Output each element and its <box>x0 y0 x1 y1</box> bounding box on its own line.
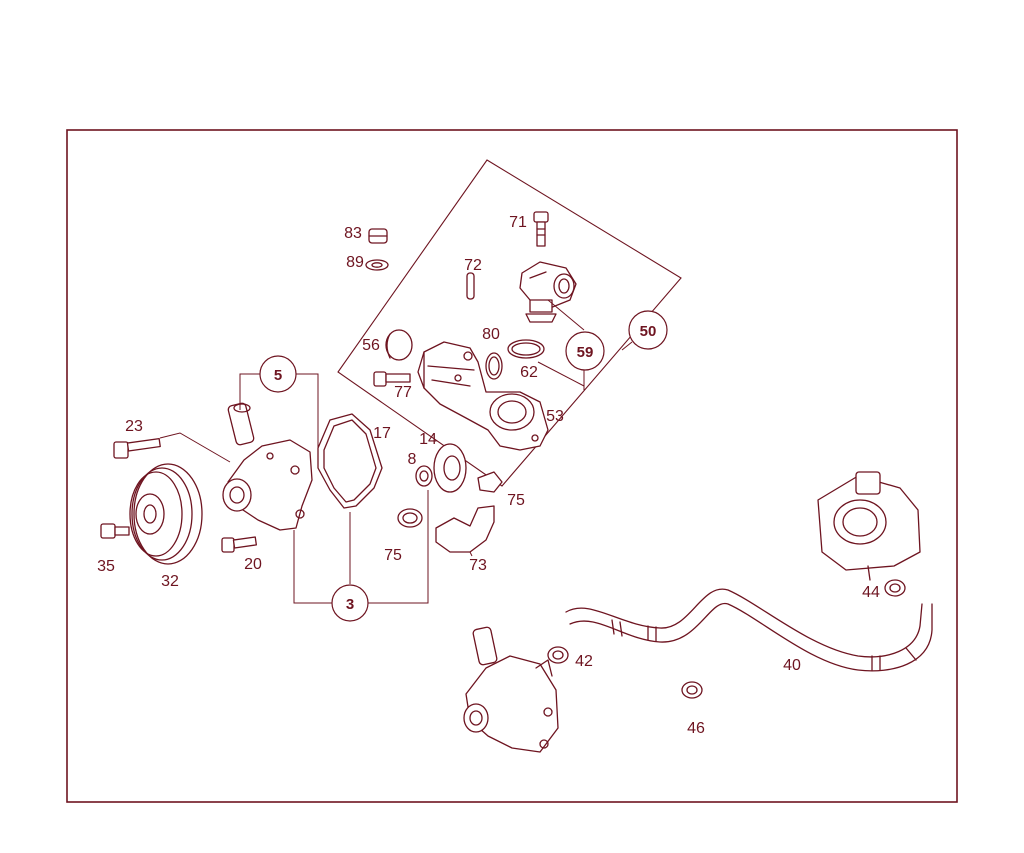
label-23: 23 <box>125 418 143 435</box>
clamp-42-drawing <box>547 646 569 664</box>
bolt-71-drawing <box>533 211 549 247</box>
clamp-44-drawing <box>884 579 906 597</box>
callout-59-text: 59 <box>577 344 594 361</box>
label-72: 72 <box>464 257 482 274</box>
coolant-housing-drawing <box>417 341 549 451</box>
plug-screw-drawing <box>368 228 388 244</box>
leader-lines <box>159 299 633 604</box>
clamp-46-drawing <box>681 681 703 699</box>
o-ring-80-drawing <box>485 352 503 380</box>
hose-73-drawing <box>435 505 495 553</box>
label-75-upper: 75 <box>507 492 525 509</box>
label-40: 40 <box>783 657 801 674</box>
callout-59: 59 <box>565 331 605 371</box>
lower-water-pump-drawing <box>463 626 559 753</box>
label-20: 20 <box>244 556 262 573</box>
bolt-23-drawing <box>113 437 161 459</box>
callout-50: 50 <box>628 310 668 350</box>
callout-5: 5 <box>259 355 297 393</box>
label-17: 17 <box>373 425 391 442</box>
label-83: 83 <box>344 225 362 242</box>
label-44: 44 <box>862 584 880 601</box>
pin-72-drawing <box>466 272 475 300</box>
part-number-labels: 83 89 71 72 80 62 56 77 53 17 14 8 75 75… <box>97 214 880 737</box>
diagram-frame <box>66 129 958 803</box>
label-56: 56 <box>362 337 380 354</box>
label-71: 71 <box>509 214 527 231</box>
callout-3: 3 <box>331 584 369 622</box>
label-42: 42 <box>575 653 593 670</box>
label-80: 80 <box>482 326 500 343</box>
thermostat-housing-drawing <box>519 261 577 323</box>
cap-56-drawing <box>385 329 413 361</box>
label-53: 53 <box>546 408 564 425</box>
bolt-77-drawing <box>373 371 411 387</box>
callout-5-text: 5 <box>274 367 282 384</box>
callout-3-text: 3 <box>346 596 354 613</box>
label-62: 62 <box>520 364 538 381</box>
pulley-drawing <box>129 463 203 565</box>
sleeve-8-drawing <box>415 465 433 487</box>
throttle-body-drawing <box>817 471 921 581</box>
label-73: 73 <box>469 557 487 574</box>
seal-ring-62-drawing <box>507 339 545 359</box>
label-46: 46 <box>687 720 705 737</box>
label-14: 14 <box>419 431 437 448</box>
label-89: 89 <box>346 254 364 271</box>
impeller-14-drawing <box>433 443 467 493</box>
label-75-lower: 75 <box>384 547 402 564</box>
bolt-20-drawing <box>221 536 257 553</box>
gasket-17-drawing <box>317 413 383 509</box>
label-77: 77 <box>394 384 412 401</box>
callout-50-text: 50 <box>640 323 657 340</box>
label-35: 35 <box>97 558 115 575</box>
clamp-75-lower-drawing <box>397 508 423 528</box>
label-8: 8 <box>408 451 417 468</box>
clamp-75-upper-drawing <box>477 471 503 493</box>
bolt-35-drawing <box>100 523 130 539</box>
water-pump-drawing <box>222 402 313 531</box>
hose-40-drawing <box>565 588 933 672</box>
sealing-ring-drawing <box>365 259 389 271</box>
label-32: 32 <box>161 573 179 590</box>
group-outline-50 <box>337 159 682 487</box>
